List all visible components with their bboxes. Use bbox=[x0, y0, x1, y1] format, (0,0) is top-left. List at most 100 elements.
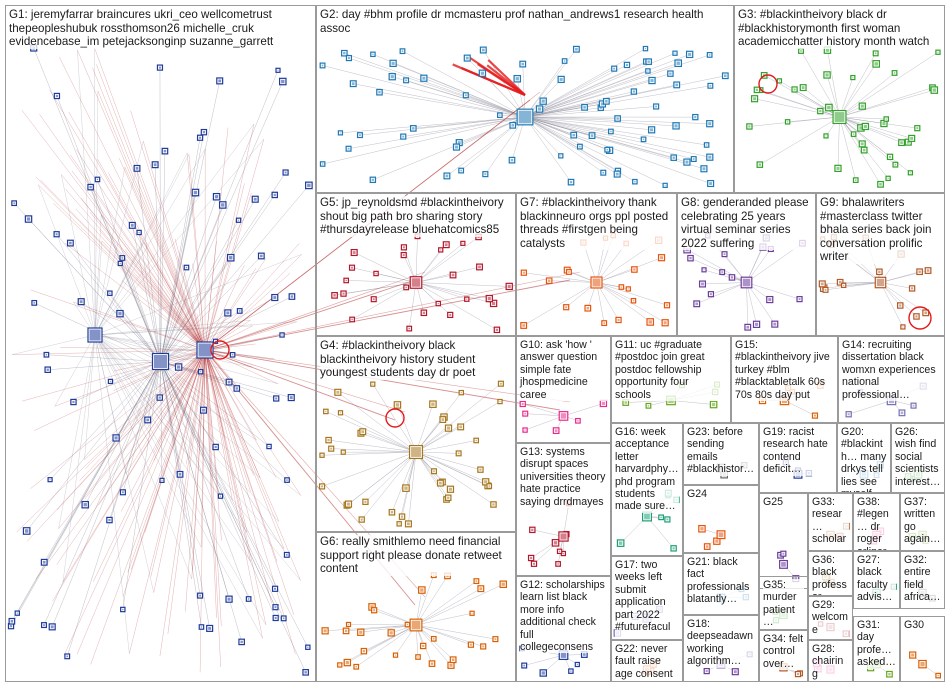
edge bbox=[16, 349, 206, 533]
cluster-panel-g13[interactable]: G13: systems disrupt spaces universities… bbox=[516, 443, 611, 576]
edge bbox=[322, 451, 417, 456]
node-photo bbox=[339, 412, 342, 414]
node-photo bbox=[439, 481, 442, 485]
node-photo bbox=[408, 327, 411, 330]
cluster-panel-g31[interactable]: G31: day profe… asked… bbox=[853, 616, 900, 682]
cluster-panel-g37[interactable]: G37: written go again… bbox=[900, 493, 945, 551]
node-photo bbox=[838, 280, 842, 284]
cluster-label-g11: G11: uc #graduate #postdoc join great po… bbox=[615, 339, 727, 402]
cluster-panel-g16[interactable]: G16: week acceptance letter harvardphy… … bbox=[611, 423, 683, 556]
edge bbox=[524, 415, 564, 431]
cluster-panel-g23[interactable]: G23: before sending emails #blackhistor… bbox=[683, 423, 759, 485]
cluster-panel-g30[interactable]: G30 bbox=[900, 616, 945, 682]
cluster-panel-g28[interactable]: G28: chairing more… bbox=[808, 640, 853, 682]
node-photo bbox=[531, 528, 534, 531]
cluster-label-g20: G20: #blackinth… many drkys tell lies se… bbox=[841, 426, 887, 492]
node-photo bbox=[560, 533, 567, 540]
cluster-panel-g24[interactable]: G24 bbox=[683, 485, 759, 553]
edge bbox=[415, 404, 434, 453]
node-photo bbox=[530, 556, 533, 560]
node-photo bbox=[665, 304, 669, 307]
cluster-panel-g18[interactable]: G18: deepseadawn working algorithm… bbox=[683, 615, 759, 682]
cluster-panel-g35[interactable]: G35: murder patient… bbox=[759, 576, 808, 630]
cluster-label-g30: G30 bbox=[904, 619, 941, 632]
node-photo bbox=[494, 638, 497, 641]
edge bbox=[122, 349, 206, 597]
node-photo bbox=[135, 167, 139, 170]
edge bbox=[827, 50, 840, 118]
edge bbox=[204, 349, 396, 421]
edge bbox=[160, 361, 288, 481]
node-photo bbox=[560, 155, 562, 157]
edge bbox=[204, 349, 225, 439]
node-photo bbox=[695, 302, 699, 306]
cluster-panel-g38[interactable]: G38: #legen… dr roger arliner… bbox=[853, 493, 900, 551]
cluster-panel-g22[interactable]: G22: never fault raise age consent niger… bbox=[611, 640, 683, 682]
cluster-panel-g12[interactable]: G12: scholarships learn list black more … bbox=[516, 576, 611, 682]
edge bbox=[124, 166, 206, 351]
node-photo bbox=[825, 73, 829, 77]
node-photo bbox=[360, 518, 363, 521]
cluster-label-g8: G8: genderanded please celebrating 25 ye… bbox=[681, 196, 812, 251]
cluster-panel-g4[interactable]: G4: #blackintheivory black blackintheivo… bbox=[316, 336, 516, 532]
edge bbox=[160, 196, 217, 362]
cluster-panel-g26[interactable]: G26: wish find social scientists interes… bbox=[891, 423, 945, 493]
cluster-panel-g27[interactable]: G27: black faculty advis… bbox=[853, 551, 900, 609]
cluster-panel-g3[interactable]: G3: #blackintheivory black dr #blackhist… bbox=[734, 5, 945, 193]
cluster-label-g21: G21: black fact professionals blatantly… bbox=[687, 556, 755, 606]
node-photo bbox=[522, 271, 525, 274]
node-photo bbox=[937, 51, 939, 53]
edge bbox=[160, 310, 240, 362]
cluster-panel-g14[interactable]: G14: recruiting dissertation black womxn… bbox=[838, 336, 945, 423]
cluster-panel-g32[interactable]: G32: entire field africa… bbox=[900, 551, 945, 609]
cluster-panel-g15[interactable]: G15: #blackintheivory jive turkey #blm #… bbox=[731, 336, 838, 423]
edge bbox=[21, 110, 206, 351]
edge bbox=[204, 183, 245, 351]
edge bbox=[200, 349, 206, 548]
cluster-panel-g9[interactable]: G9: bhalawriters #masterclass twitter bh… bbox=[816, 193, 945, 336]
node-photo bbox=[708, 155, 712, 159]
node-photo bbox=[351, 318, 353, 321]
cluster-panel-g20[interactable]: G20: #blackinth… many drkys tell lies se… bbox=[837, 423, 891, 493]
cluster-panel-g8[interactable]: G8: genderanded please celebrating 25 ye… bbox=[677, 193, 816, 336]
cluster-panel-g29[interactable]: G29: welcome anne… bbox=[808, 596, 853, 640]
cluster-panel-g6[interactable]: G6: really smithlemo need financial supp… bbox=[316, 532, 516, 682]
node-photo bbox=[238, 310, 241, 312]
cluster-panel-g7[interactable]: G7: #blackintheivory thank blackinneuro … bbox=[516, 193, 677, 336]
node-photo bbox=[918, 270, 921, 273]
node-photo bbox=[321, 454, 323, 456]
edge bbox=[129, 349, 206, 654]
cluster-label-g35: G35: murder patient… bbox=[763, 579, 804, 629]
cluster-panel-g21[interactable]: G21: black fact professionals blatantly… bbox=[683, 553, 759, 615]
cluster-panel-g10[interactable]: G10: ask 'how ' answer question simple f… bbox=[516, 336, 611, 443]
node-photo bbox=[916, 127, 919, 130]
edge bbox=[784, 400, 816, 416]
cluster-panel-g25[interactable]: G25 bbox=[759, 493, 808, 589]
cluster-label-g1: G1: jeremyfarrar braincures ukri_ceo wel… bbox=[9, 8, 312, 49]
cluster-panel-g33[interactable]: G33: resear… scholar… inform… bbox=[808, 493, 853, 551]
edge bbox=[822, 282, 881, 285]
node-photo bbox=[226, 311, 230, 315]
cluster-panel-g1[interactable]: G1: jeremyfarrar braincures ukri_ceo wel… bbox=[5, 5, 316, 682]
edge bbox=[160, 297, 275, 362]
node-photo bbox=[460, 169, 462, 172]
edge bbox=[35, 349, 206, 580]
self-loop bbox=[908, 306, 932, 330]
cluster-panel-g2[interactable]: G2: day #bhm profile dr mcmasteru prof n… bbox=[316, 5, 734, 193]
cluster-panel-g17[interactable]: G17: two weeks left submit application p… bbox=[611, 556, 683, 640]
node-photo bbox=[371, 178, 374, 181]
cluster-panel-g19[interactable]: G19: racist research hate contend defici… bbox=[759, 423, 837, 493]
edge bbox=[94, 334, 257, 441]
node-photo bbox=[676, 61, 680, 65]
cluster-panel-g11[interactable]: G11: uc #graduate #postdoc join great po… bbox=[611, 336, 731, 423]
edge bbox=[596, 282, 605, 324]
edge bbox=[423, 77, 526, 118]
cluster-panel-g36[interactable]: G36: black professor taught… bbox=[808, 551, 853, 596]
edge bbox=[204, 265, 245, 351]
edge bbox=[415, 613, 473, 626]
node-photo bbox=[773, 322, 777, 326]
edge bbox=[160, 81, 284, 362]
cluster-panel-g5[interactable]: G5: jp_reynoldsmd #blackintheivory shout… bbox=[316, 193, 516, 336]
edge bbox=[696, 282, 747, 305]
cluster-panel-g34[interactable]: G34: felt control over… bbox=[759, 630, 808, 682]
